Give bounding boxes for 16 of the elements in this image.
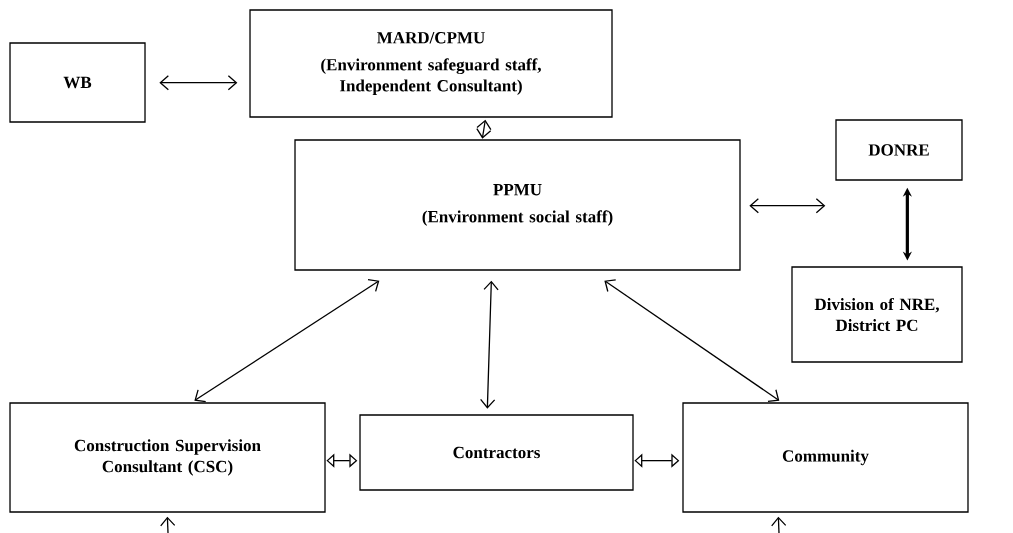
arrow xyxy=(160,516,176,533)
arrow xyxy=(771,516,787,533)
text-box: Construction Supervision Consultant (CSC) xyxy=(9,402,326,513)
text-box: MARD/CPMU (Environment safeguard staff, Independent Consultant) xyxy=(249,9,613,118)
arrow xyxy=(480,280,499,409)
text-box: Community xyxy=(682,402,969,513)
text-box: Division of NRE, District PC xyxy=(791,266,963,363)
text-box: PPMU (Environment social staff) xyxy=(294,139,741,271)
text-box: DONRE xyxy=(835,119,963,181)
text-box: WB xyxy=(9,42,146,123)
arrow xyxy=(194,279,380,403)
arrow xyxy=(749,198,826,214)
arrow xyxy=(604,279,780,402)
text-box: Contractors xyxy=(359,414,634,491)
arrow xyxy=(476,119,492,139)
arrow xyxy=(159,75,238,91)
